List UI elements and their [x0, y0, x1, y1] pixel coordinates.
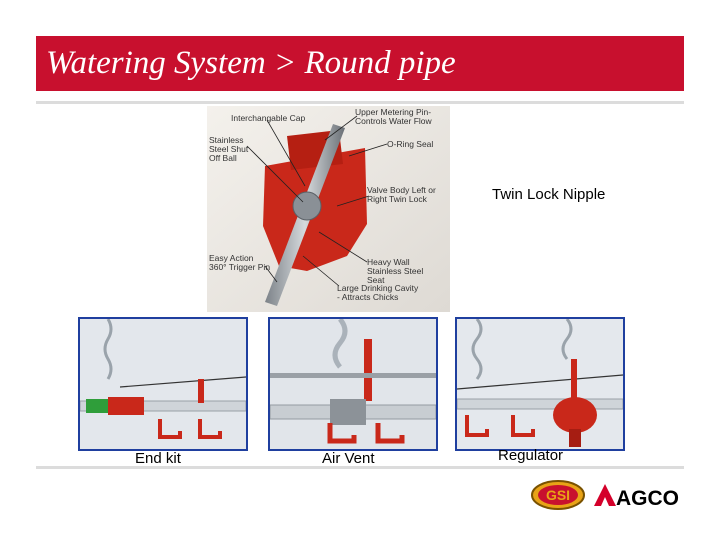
- end-kit-caption: End kit: [135, 450, 181, 467]
- gsi-logo: GSI: [531, 480, 585, 510]
- regulator-photo: [455, 317, 625, 451]
- end-kit-illustration: [80, 319, 246, 449]
- nipple-illustration: [207, 106, 450, 312]
- agco-logo: AGCO: [594, 484, 679, 510]
- bottom-divider: [36, 466, 684, 469]
- end-kit-photo: [78, 317, 248, 451]
- callout-metering-pin: Upper Metering Pin-Controls Water Flow: [355, 107, 432, 126]
- callout-drinking-cavity: Large Drinking Cavity - Attracts Chicks: [337, 283, 419, 302]
- agco-logo-text: AGCO: [616, 487, 679, 510]
- air-vent-photo: [268, 317, 438, 451]
- twin-lock-nipple-photo: Interchangable Cap Upper Metering Pin-Co…: [207, 106, 450, 312]
- air-vent-caption: Air Vent: [322, 450, 375, 467]
- regulator-illustration: [457, 319, 623, 449]
- gsi-logo-text: GSI: [546, 487, 570, 503]
- air-vent-illustration: [270, 319, 436, 449]
- callout-cap: Interchangable Cap: [231, 113, 306, 123]
- callout-shutoff-ball: Stainless Steel Shut Off Ball: [209, 135, 249, 163]
- callout-trigger-pin: Easy Action 360° Trigger Pin: [209, 253, 271, 272]
- top-divider: [36, 101, 684, 104]
- slide-title: Watering System > Round pipe: [46, 45, 456, 81]
- callout-oring: O-Ring Seal: [387, 139, 434, 149]
- main-photo-caption: Twin Lock Nipple: [492, 186, 606, 203]
- title-bar: Watering System > Round pipe: [36, 36, 684, 91]
- regulator-caption: Regulator: [498, 447, 564, 464]
- callout-valve-body: Valve Body Left or Right Twin Lock: [367, 185, 436, 204]
- callout-stainless-seat: Heavy Wall Stainless Steel Seat: [367, 257, 424, 285]
